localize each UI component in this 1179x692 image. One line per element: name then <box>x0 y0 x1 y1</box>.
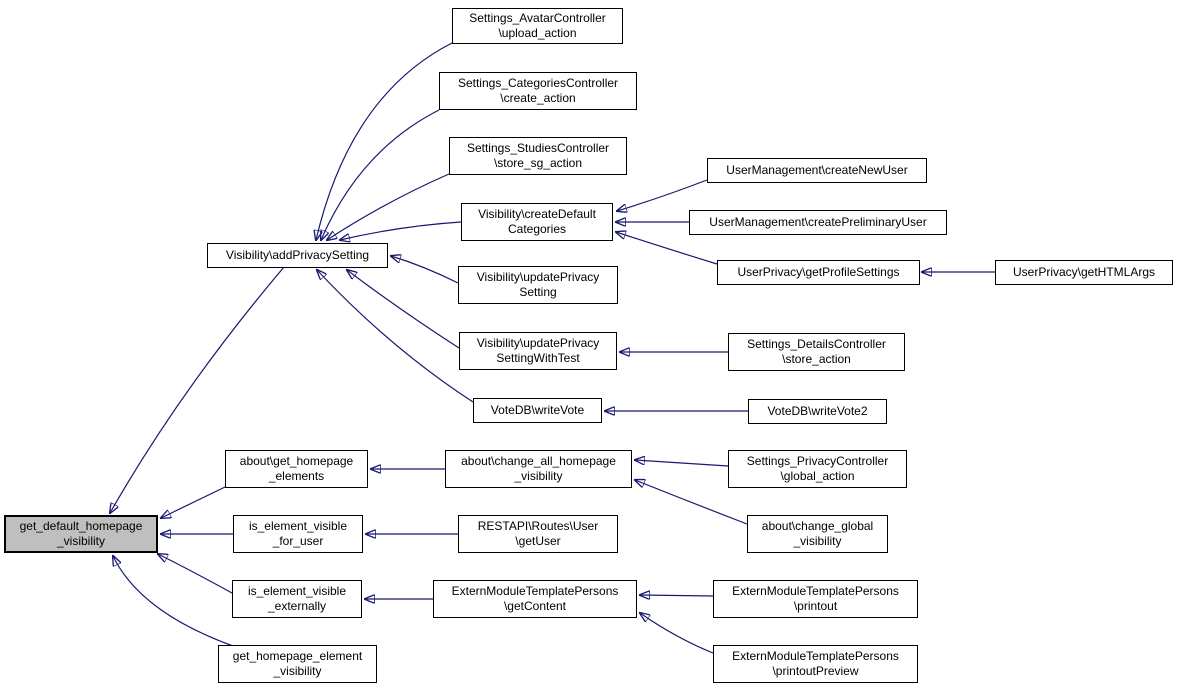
node-label: Settings_PrivacyController <box>746 454 889 468</box>
node-label: _visibility <box>56 534 105 548</box>
node-get-homepage-element-visibility[interactable]: get_homepage_element _visibility <box>218 645 377 683</box>
node-about-change-all-homepage-visibility[interactable]: about\change_all_homepage _visibility <box>445 450 632 488</box>
node-label: SettingWithTest <box>496 351 580 365</box>
node-label: Categories <box>507 222 567 236</box>
edge-printout-preview-to-get-content <box>640 613 714 654</box>
edge-update-privacy-to-add-privacy <box>391 256 459 284</box>
node-votedb-write-vote2[interactable]: VoteDB\writeVote2 <box>748 399 887 424</box>
edge-store-sg-action-to-add-privacy <box>327 173 450 240</box>
node-label: \upload_action <box>498 26 577 40</box>
node-label: is_element_visible <box>248 519 348 533</box>
node-usermanagement-create-preliminary-user[interactable]: UserManagement\createPreliminaryUser <box>689 210 947 235</box>
node-label: Settings_CategoriesController <box>457 76 619 90</box>
node-label: get_homepage_element <box>232 649 363 663</box>
node-restapi-routes-user-get-user[interactable]: RESTAPI\Routes\User \getUser <box>458 515 618 553</box>
node-userprivacy-get-profile-settings[interactable]: UserPrivacy\getProfileSettings <box>717 260 920 285</box>
node-label: UserManagement\createPreliminaryUser <box>709 215 927 229</box>
node-label: \getUser <box>515 534 561 548</box>
node-label: _elements <box>268 469 325 483</box>
node-label: Setting <box>519 285 557 299</box>
node-label: Settings_DetailsController <box>747 337 886 351</box>
node-label: about\change_global <box>761 519 874 533</box>
node-label: about\change_all_homepage <box>461 454 616 468</box>
node-label: Visibility\addPrivacySetting <box>225 248 370 262</box>
node-settings-avatar-upload-action[interactable]: Settings_AvatarController \upload_action <box>452 8 623 44</box>
node-visibility-add-privacy-setting[interactable]: Visibility\addPrivacySetting <box>207 243 388 268</box>
edge-upload-action-to-add-privacy <box>316 42 453 240</box>
edge-get-profile-settings-to-create-default <box>616 232 718 265</box>
edge-visible-externally-to-focus <box>158 554 233 594</box>
node-label: about\get_homepage <box>239 454 354 468</box>
node-label: \printout <box>793 599 838 613</box>
node-label: Settings_StudiesController <box>466 141 610 155</box>
edge-change-global-to-change-all-homepage <box>635 480 748 525</box>
node-label: Visibility\updatePrivacy <box>476 270 600 284</box>
node-label: \store_action <box>782 352 851 366</box>
node-label: \global_action <box>780 469 855 483</box>
node-get-default-homepage-visibility-focus: get_default_homepage _visibility <box>4 515 158 553</box>
node-label: Visibility\updatePrivacy <box>476 336 600 350</box>
node-label: \store_sg_action <box>493 156 583 170</box>
node-label: ExternModuleTemplatePersons <box>732 649 899 663</box>
node-label: VoteDB\writeVote <box>490 403 585 417</box>
node-extern-module-template-persons-get-content[interactable]: ExternModuleTemplatePersons \getContent <box>433 580 637 618</box>
node-label: \create_action <box>500 91 576 105</box>
node-extern-module-template-persons-printout-preview[interactable]: ExternModuleTemplatePersons \printoutPre… <box>713 645 918 683</box>
node-visibility-create-default-categories[interactable]: Visibility\createDefault Categories <box>461 203 613 241</box>
node-label: RESTAPI\Routes\User <box>477 519 599 533</box>
node-label: _visibility <box>273 664 322 678</box>
node-is-element-visible-externally[interactable]: is_element_visible _externally <box>232 580 362 618</box>
node-label: UserManagement\createNewUser <box>726 163 908 177</box>
node-settings-studies-store-sg-action[interactable]: Settings_StudiesController \store_sg_act… <box>449 137 627 175</box>
node-settings-details-store-action[interactable]: Settings_DetailsController \store_action <box>728 333 905 371</box>
node-votedb-write-vote[interactable]: VoteDB\writeVote <box>473 398 602 423</box>
node-is-element-visible-for-user[interactable]: is_element_visible _for_user <box>233 515 363 553</box>
node-label: ExternModuleTemplatePersons <box>451 584 619 598</box>
node-settings-privacy-global-action[interactable]: Settings_PrivacyController \global_actio… <box>728 450 907 488</box>
edge-create-action-to-add-privacy <box>321 109 440 240</box>
node-label: \printoutPreview <box>772 664 859 678</box>
edge-update-privacy-wt-to-add-privacy <box>347 270 460 349</box>
node-about-change-global-visibility[interactable]: about\change_global _visibility <box>747 515 888 553</box>
node-label: UserPrivacy\getProfileSettings <box>737 265 900 279</box>
node-label: _visibility <box>514 469 563 483</box>
node-label: _for_user <box>272 534 324 548</box>
node-visibility-update-privacy-setting-with-test[interactable]: Visibility\updatePrivacy SettingWithTest <box>459 332 617 370</box>
edge-create-new-user-to-create-default <box>617 179 708 211</box>
node-usermanagement-create-new-user[interactable]: UserManagement\createNewUser <box>707 158 927 183</box>
edge-write-vote-to-add-privacy <box>317 270 474 403</box>
node-about-get-homepage-elements[interactable]: about\get_homepage _elements <box>225 450 368 488</box>
node-userprivacy-get-html-args[interactable]: UserPrivacy\getHTMLArgs <box>995 260 1173 285</box>
node-visibility-update-privacy-setting[interactable]: Visibility\updatePrivacy Setting <box>458 266 618 304</box>
edge-create-default-to-add-privacy <box>340 221 462 240</box>
edge-add-privacy-to-focus <box>110 266 285 513</box>
node-label: Visibility\createDefault <box>478 207 596 221</box>
node-label: \getContent <box>503 599 567 613</box>
node-extern-module-template-persons-printout[interactable]: ExternModuleTemplatePersons \printout <box>713 580 918 618</box>
node-label: get_default_homepage <box>19 519 143 533</box>
edge-get-homepage-element-vis-to-focus <box>113 556 234 647</box>
edge-global-action-to-change-all-homepage <box>635 460 729 467</box>
node-label: UserPrivacy\getHTMLArgs <box>1012 265 1156 279</box>
node-label: _externally <box>267 599 327 613</box>
edge-get-homepage-elements-to-focus <box>161 486 226 518</box>
edge-printout-to-get-content <box>640 595 714 596</box>
node-label: Settings_AvatarController <box>469 11 606 25</box>
node-label: ExternModuleTemplatePersons <box>732 584 899 598</box>
node-label: VoteDB\writeVote2 <box>767 404 868 418</box>
node-label: _visibility <box>793 534 842 548</box>
node-settings-categories-create-action[interactable]: Settings_CategoriesController \create_ac… <box>439 72 637 110</box>
node-label: is_element_visible <box>247 584 347 598</box>
